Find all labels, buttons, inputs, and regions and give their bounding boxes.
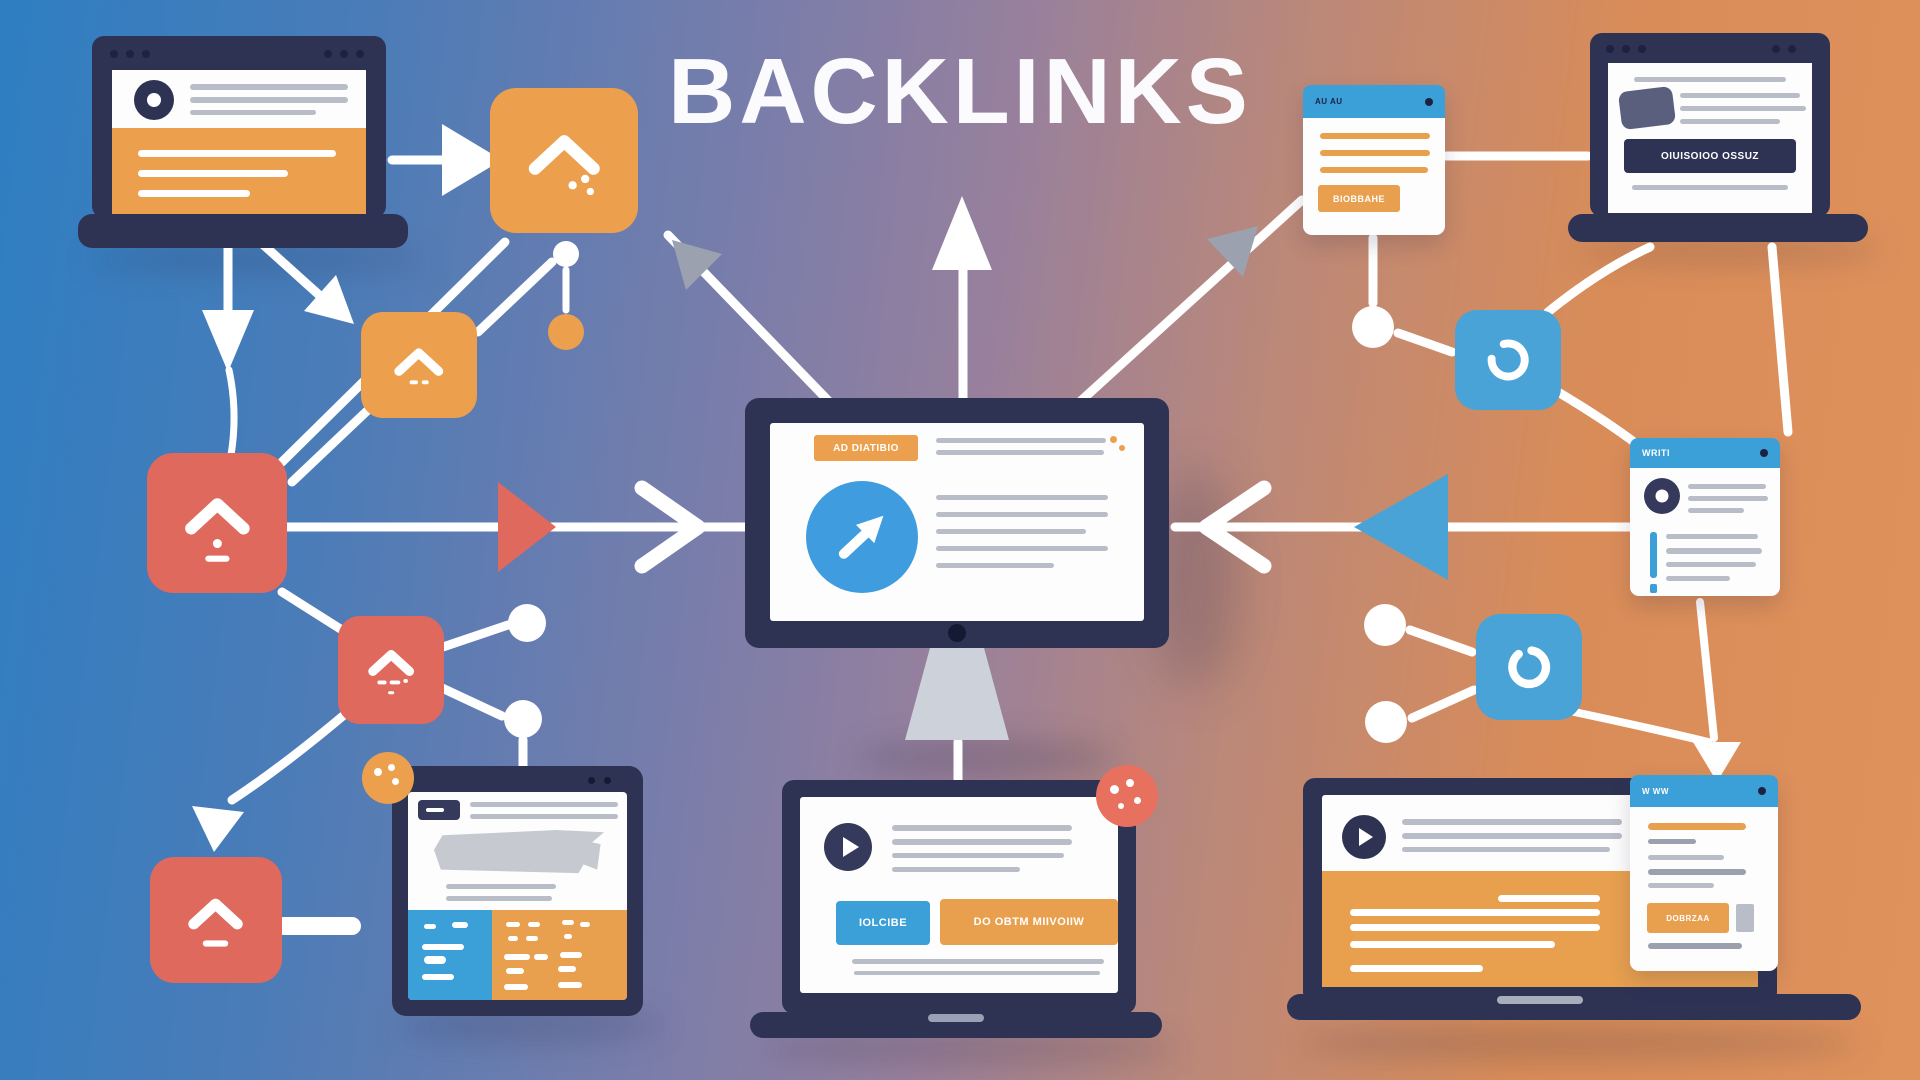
ad-badge: AD DIATIBIO — [814, 435, 918, 461]
base-notch — [928, 1014, 984, 1022]
seo-node-orange-small — [361, 312, 477, 418]
pricing-column-blue — [408, 910, 492, 1000]
link-arrow-icon — [838, 515, 884, 559]
window-dot-icon — [110, 50, 118, 58]
arrow-down-icon — [192, 806, 244, 852]
card-header: W WW — [1630, 775, 1778, 807]
logo-pill — [418, 800, 460, 820]
link-circle — [806, 481, 918, 593]
window-dot-icon — [126, 50, 134, 58]
blue-arrow-icon — [1354, 474, 1448, 580]
cta-button: BIOBBAHE — [1318, 185, 1400, 212]
shadow — [858, 738, 1118, 778]
seo-node-red-large — [147, 453, 287, 593]
chevron-right-arrow-icon — [634, 480, 706, 574]
image-placeholder — [434, 830, 604, 874]
avatar-icon — [134, 80, 174, 120]
window-dot-icon — [604, 777, 611, 784]
arrow-right-icon — [442, 124, 502, 196]
avatar-icon — [1644, 478, 1680, 514]
cta-button: OIUISOIOO OSSUZ — [1624, 139, 1796, 173]
image-placeholder — [1617, 85, 1677, 131]
notification-badge — [1096, 765, 1158, 827]
header-label: W WW — [1642, 786, 1669, 796]
notification-badge — [362, 752, 414, 804]
play-icon — [824, 823, 872, 871]
chevron-left-arrow-icon — [1198, 480, 1272, 574]
blue-button: IOLCIBE — [836, 901, 930, 945]
seo-node-red-small — [338, 616, 444, 724]
page-title: BACKLINKS — [668, 39, 1252, 143]
node-dot — [553, 241, 579, 267]
chevron-up-icon — [188, 898, 244, 947]
window-dot-icon — [1772, 45, 1780, 53]
arrow-down-icon — [1693, 742, 1741, 782]
browser-card-top-right: AU AU BIOBBAHE — [1303, 85, 1445, 235]
window-dot-icon — [1425, 98, 1433, 106]
browser-card-right: WRITI — [1630, 438, 1780, 596]
play-icon — [1342, 815, 1386, 859]
shadow — [88, 246, 424, 272]
seo-node-orange-large — [490, 88, 638, 233]
chevron-up-icon — [368, 650, 414, 695]
node-dot — [1365, 701, 1407, 743]
node-dot — [508, 604, 546, 642]
coral-arrow-icon — [498, 482, 556, 572]
bullet-icon — [1119, 445, 1125, 451]
refresh-node-blue-top — [1455, 310, 1561, 410]
window-dot-icon — [142, 50, 150, 58]
pricing-column-orange — [492, 910, 627, 1000]
chevron-up-icon — [394, 348, 444, 385]
window-dot-icon — [1758, 787, 1766, 795]
quote-bar — [1650, 532, 1657, 578]
window-dot-icon — [340, 50, 348, 58]
window-dot-icon — [356, 50, 364, 58]
gray-arrow-icon — [1207, 226, 1258, 277]
hero-banner — [112, 128, 366, 218]
shadow — [760, 1034, 1180, 1064]
thumb-placeholder — [1736, 904, 1754, 932]
arrow-down-right-icon — [304, 275, 354, 324]
window-dot-icon — [588, 777, 595, 784]
card-header: AU AU — [1303, 85, 1445, 118]
cta-button: DOBRZAA — [1647, 903, 1729, 933]
header-label: AU AU — [1315, 97, 1343, 106]
card-header: WRITI — [1630, 438, 1780, 468]
window-dot-icon — [1606, 45, 1614, 53]
refresh-node-blue-bottom — [1476, 614, 1582, 720]
node-dot — [504, 700, 542, 738]
laptop-base — [1568, 214, 1868, 242]
bullet-icon — [1110, 436, 1117, 443]
node-dot-orange — [548, 314, 584, 350]
window-dot-icon — [324, 50, 332, 58]
window-dot-icon — [1760, 449, 1768, 457]
gray-arrow-icon — [672, 240, 722, 290]
orange-button: DO OBTM MIIVOIIW — [940, 899, 1118, 945]
chevron-up-icon — [528, 135, 600, 196]
loop-icon — [1508, 646, 1550, 688]
quote-bar — [1650, 584, 1657, 593]
camera-dot-icon — [948, 624, 966, 642]
node-dot — [1364, 604, 1406, 646]
base-notch — [1497, 996, 1583, 1004]
arrow-up-icon — [932, 196, 992, 270]
chevron-up-icon — [184, 497, 250, 562]
header-label: WRITI — [1642, 448, 1670, 458]
window-dot-icon — [1622, 45, 1630, 53]
window-dot-icon — [1638, 45, 1646, 53]
window-dot-icon — [1788, 45, 1796, 53]
shadow — [1300, 1026, 1860, 1060]
arrow-down-icon — [202, 310, 254, 372]
refresh-icon — [1487, 339, 1529, 381]
seo-node-red-bottom — [150, 857, 282, 983]
browser-card-bottom-right: W WW DOBRZAA — [1630, 775, 1778, 971]
node-dot — [1352, 306, 1394, 348]
laptop-base — [78, 214, 408, 248]
